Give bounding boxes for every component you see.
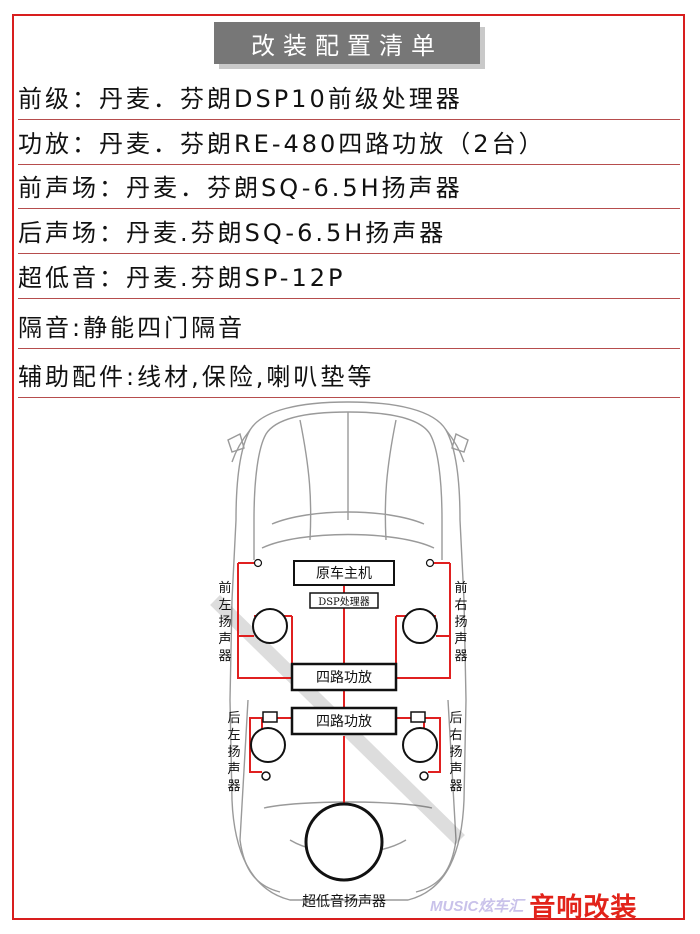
- front-left-label-char: 声: [218, 632, 231, 647]
- config-row-rear-stage: 后声场：丹麦.芬朗SQ-6.5H扬声器: [18, 207, 680, 254]
- rear-left-tweeter: [262, 711, 278, 723]
- front-right-label-char: 扬: [454, 615, 467, 630]
- subwoofer-label: 超低音扬声器: [302, 893, 386, 910]
- amplifier-2-label: 四路功放: [316, 714, 372, 730]
- front-left-label-char: 扬: [218, 615, 231, 630]
- config-row-label: 超低音：丹麦.芬朗SP-12P: [18, 263, 346, 292]
- page-title: 改装配置清单: [214, 22, 480, 64]
- amplifier-2-box: [290, 706, 398, 736]
- front-left-label-char: 左: [218, 598, 231, 613]
- head-unit-label: 原车主机: [316, 565, 372, 582]
- head-unit-box: [293, 560, 395, 586]
- page-frame: [12, 14, 685, 920]
- rear-left-label-char: 后: [227, 711, 240, 726]
- config-row-subwoofer: 超低音：丹麦.芬朗SP-12P: [18, 252, 680, 299]
- config-row-accessories: 辅助配件:线材,保险,喇叭垫等: [18, 351, 680, 398]
- front-right-tweeter: [425, 558, 435, 568]
- amplifier-1-box: [290, 662, 398, 692]
- front-right-label-char: 右: [454, 598, 467, 613]
- front-left-label-char: 器: [218, 649, 231, 664]
- rear-right-speaker: [402, 727, 438, 763]
- config-row-label: 功放：丹麦．芬朗RE-480四路功放（2台）: [18, 129, 546, 158]
- rear-right-label-char: 后: [449, 711, 462, 726]
- dsp-box: [309, 592, 379, 609]
- config-row-label: 隔音:静能四门隔音: [18, 313, 246, 342]
- config-row-label: 前声场：丹麦．芬朗SQ-6.5H扬声器: [18, 173, 463, 202]
- config-row-soundproofing: 隔音:静能四门隔音: [18, 302, 680, 349]
- rear-right-label-char: 器: [449, 779, 462, 794]
- amplifier-1-label: 四路功放: [316, 670, 372, 686]
- rear-right-label-char: 右: [449, 728, 462, 743]
- rear-right-label-char: 扬: [449, 745, 462, 760]
- brand-logo: MUSIC炫车汇 音响改装: [430, 888, 692, 923]
- front-left-tweeter: [253, 558, 263, 568]
- config-row-preamp: 前级：丹麦．芬朗DSP10前级处理器: [18, 73, 680, 120]
- rear-left-small-tweeter: [261, 771, 271, 781]
- car-outline: [227, 401, 469, 901]
- front-left-speaker: [252, 608, 288, 644]
- rear-left-label-char: 声: [227, 762, 240, 777]
- config-row-label: 前级：丹麦．芬朗DSP10前级处理器: [18, 84, 463, 113]
- brand-logo-en: MUSIC炫车汇: [430, 897, 524, 915]
- brand-logo-cn: 音响改装: [529, 892, 638, 923]
- front-right-label-char: 声: [454, 632, 467, 647]
- config-row-label: 辅助配件:线材,保险,喇叭垫等: [18, 362, 375, 391]
- config-row-label: 后声场：丹麦.芬朗SQ-6.5H扬声器: [18, 218, 447, 247]
- rear-left-speaker: [250, 727, 286, 763]
- rear-left-label-char: 左: [227, 728, 240, 743]
- front-right-speaker: [402, 608, 438, 644]
- rear-right-label-char: 声: [449, 762, 462, 777]
- front-right-label-char: 前: [454, 580, 467, 596]
- rear-right-tweeter: [410, 711, 426, 723]
- rear-left-label-char: 器: [227, 779, 240, 794]
- rear-left-label-char: 扬: [227, 745, 240, 760]
- dsp-label: DSP处理器: [318, 596, 370, 608]
- config-row-amplifier: 功放：丹麦．芬朗RE-480四路功放（2台）: [18, 118, 680, 165]
- front-left-label-char: 前: [218, 580, 231, 596]
- rear-right-small-tweeter: [419, 771, 429, 781]
- front-right-label-char: 器: [454, 649, 467, 664]
- subwoofer: [304, 802, 384, 882]
- config-row-front-stage: 前声场：丹麦．芬朗SQ-6.5H扬声器: [18, 162, 680, 209]
